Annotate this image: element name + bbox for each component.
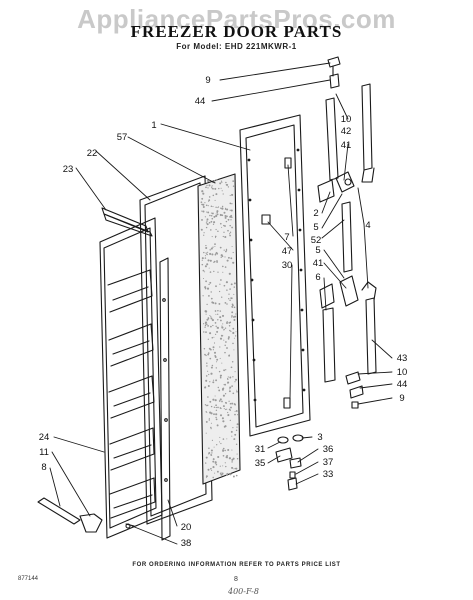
bottom-handle-trim	[37, 497, 135, 533]
liner-top-trim	[101, 207, 153, 237]
door-insulation	[197, 173, 241, 485]
callout-label: 8	[41, 462, 46, 473]
callout-label: 33	[323, 469, 334, 480]
page-number: 8	[234, 576, 238, 583]
callout-label: 7	[284, 232, 289, 243]
callout-label: 10	[341, 114, 352, 125]
callout-label: 11	[39, 447, 49, 458]
callout-label: 2	[313, 208, 318, 219]
callout-labels: 9 44 1 57 22 23 10 42 41 2 5 52 4 7 47 3…	[39, 75, 408, 549]
callout-label: 57	[117, 132, 128, 143]
callout-label: 44	[195, 96, 206, 107]
door-liner	[99, 217, 163, 539]
callout-label: 41	[313, 258, 324, 269]
callout-label: 3	[317, 432, 322, 443]
callout-label: 24	[39, 432, 50, 443]
callout-label: 9	[205, 75, 210, 86]
callout-label: 52	[311, 235, 322, 246]
callout-label: 4	[365, 220, 370, 231]
callout-label: 43	[397, 353, 408, 364]
document-number: 877144	[18, 576, 39, 582]
hinge-and-handle-parts	[317, 56, 377, 409]
callout-label: 35	[255, 458, 266, 469]
callout-label: 23	[63, 164, 74, 175]
ordering-info-note: FOR ORDERING INFORMATION REFER TO PARTS …	[132, 562, 341, 568]
callout-label: 5	[315, 245, 320, 256]
callout-label: 1	[151, 120, 156, 131]
callout-label: 10	[397, 367, 408, 378]
model-subtitle: For Model: EHD 221MKWR-1	[176, 42, 297, 51]
callout-label: 30	[282, 260, 293, 271]
callout-label: 36	[323, 444, 334, 455]
callout-label: 31	[255, 444, 266, 455]
callout-label: 38	[181, 538, 192, 549]
callout-label: 41	[341, 140, 352, 151]
breaker-strip	[159, 257, 171, 541]
leader-lines	[49, 62, 393, 545]
outer-door-panel	[239, 114, 311, 437]
callout-label: 20	[181, 522, 192, 533]
callout-label: 9	[399, 393, 404, 404]
page-title: FREEZER DOOR PARTS	[130, 22, 343, 41]
callout-label: 44	[397, 379, 408, 390]
site-watermark: AppliancePartsPros.com	[77, 4, 396, 34]
callout-label: 37	[323, 457, 334, 468]
callout-label: 47	[282, 246, 293, 257]
handwritten-note: 400-F-8	[228, 587, 259, 596]
bottom-hinge-assembly	[275, 434, 304, 491]
callout-label: 6	[315, 272, 320, 283]
callout-label: 5	[313, 222, 318, 233]
callout-label: 22	[87, 148, 98, 159]
callout-label: 42	[341, 126, 352, 137]
door-gasket	[139, 175, 213, 525]
